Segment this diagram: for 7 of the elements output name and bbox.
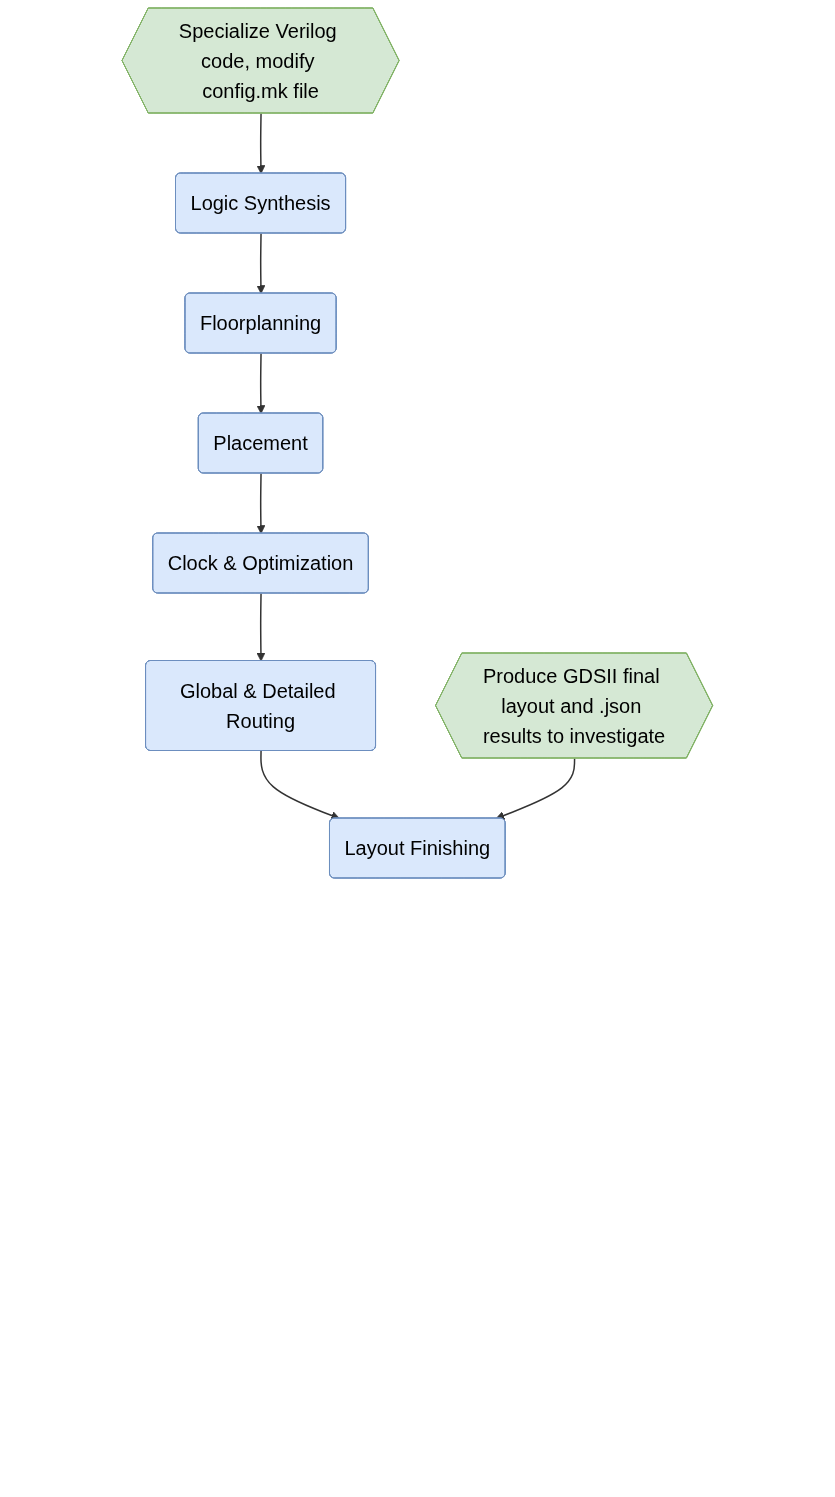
arrow: [256, 472, 266, 534]
arrow: [256, 112, 266, 174]
arrow: [256, 232, 266, 294]
arrow: [256, 592, 266, 662]
arrow: [496, 757, 576, 820]
arrow: [256, 352, 266, 414]
arrow: [260, 750, 340, 820]
